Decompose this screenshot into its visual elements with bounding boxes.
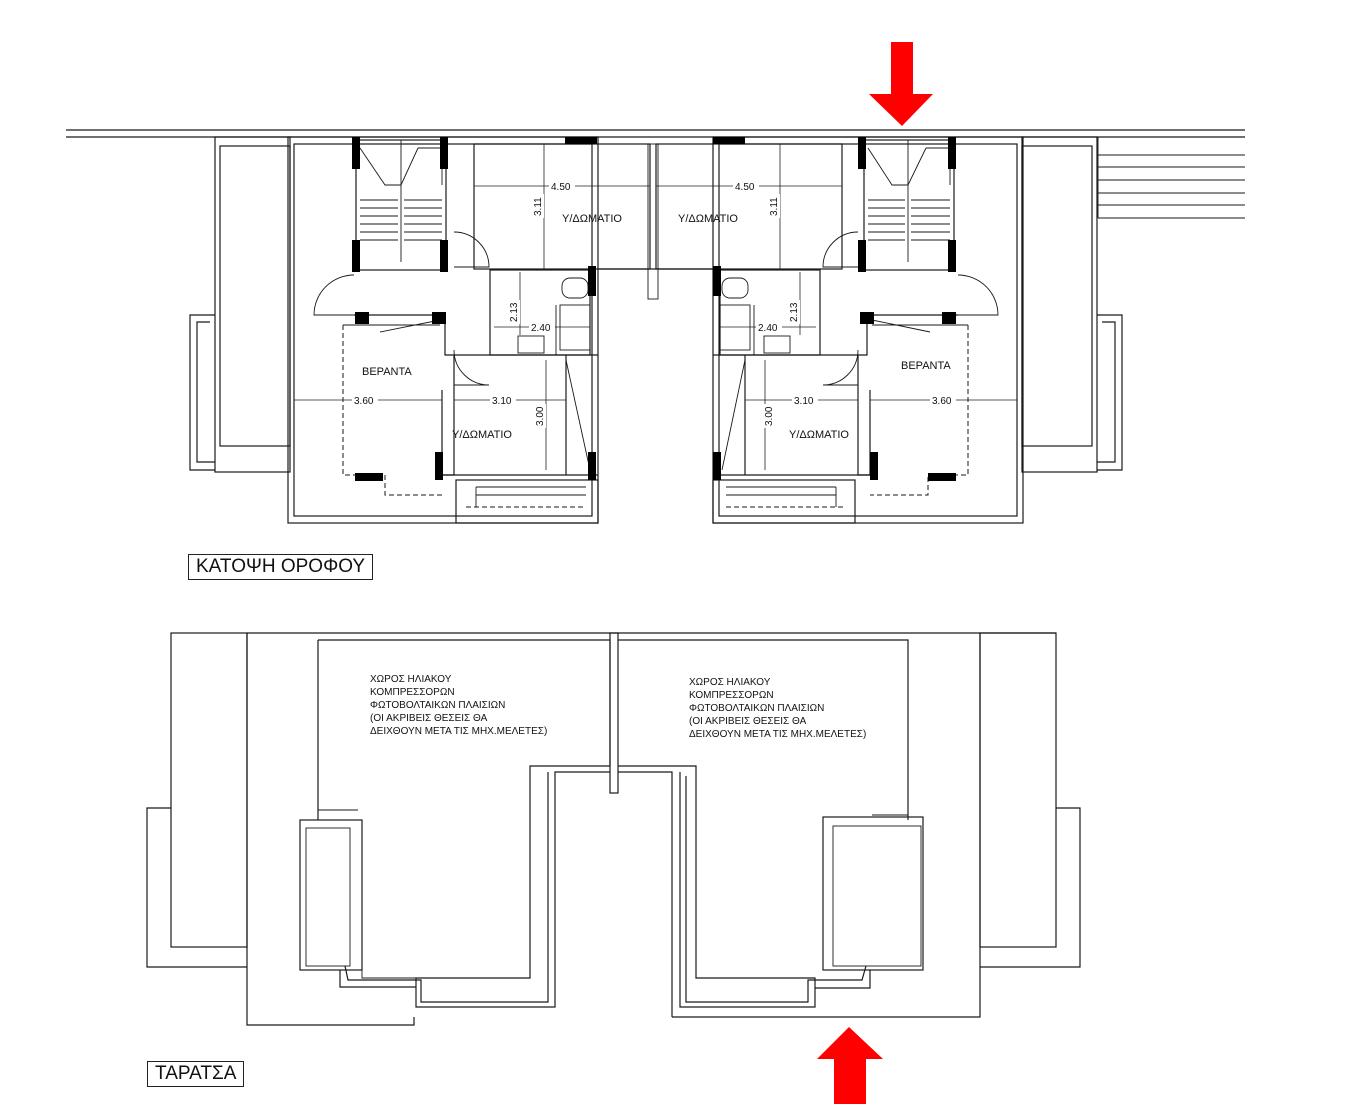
dim-bath-left-depth: 2.13 [509,302,520,322]
upper-floor-plan: 4.50 4.50 2.40 2.40 3.60 3.10 3.10 3.60 … [66,129,1245,524]
stair-treads-right [867,147,951,241]
dim-bath-right-width: 2.40 [758,323,778,334]
dim-top-left-depth: 3.11 [533,197,544,216]
roof-plan: ΧΩΡΟΣ ΗΛΙΑΚΟΥ ΚΟΜΠΡΕΣΣΟΡΩΝ ΦΩΤΟΒΟΛΤΑΙΚΩΝ… [146,632,1081,1026]
dim-bath-left-width: 2.40 [531,323,551,334]
dim-veranda-left-width: 3.60 [354,396,374,407]
roof-note-left-line: ΔΕΙΧΘΟΥΝ ΜΕΤΑ ΤΙΣ ΜΗΧ.ΜΕΛΕΤΕΣ) [370,726,547,737]
roof-note-left-line: ΦΩΤΟΒΟΛΤΑΙΚΩΝ ΠΛΑΙΣΙΩΝ [370,700,505,711]
roof-note-left-line: (ΟΙ ΑΚΡΙΒΕΙΣ ΘΕΣΕΙΣ ΘΑ [370,713,488,724]
room-label-bedroom-bottom-right: Υ/ΔΩΜΑΤΙΟ [789,429,849,441]
dim-bottom-left-width: 3.10 [492,396,512,407]
dim-top-right-depth: 3.11 [769,197,780,216]
dim-bath-right-depth: 2.13 [789,302,800,322]
arrow-up-icon [817,1027,883,1104]
dim-veranda-right-width: 3.60 [932,396,952,407]
room-label-bedroom-bottom-left: Υ/ΔΩΜΑΤΙΟ [452,429,512,441]
dim-top-left-width: 4.50 [551,182,571,193]
columns [352,137,956,481]
dim-top-right-width: 4.50 [735,182,755,193]
dim-bottom-right-depth: 3.00 [764,406,775,426]
roof-note-right-line: (ΟΙ ΑΚΡΙΒΕΙΣ ΘΕΣΕΙΣ ΘΑ [689,716,807,727]
roof-note-left-line: ΧΩΡΟΣ ΗΛΙΑΚΟΥ [370,674,452,685]
roof-plan-title: ΤΑΡΑΤΣΑ [147,1061,245,1087]
roof-note-right-line: ΧΩΡΟΣ ΗΛΙΑΚΟΥ [689,677,771,688]
room-label-bedroom-top-right: Υ/ΔΩΜΑΤΙΟ [678,213,738,225]
dim-bottom-right-width: 3.10 [794,396,814,407]
floor-plan-title: ΚΑΤΟΨΗ ΟΡΟΦΟΥ [188,554,374,580]
roof-note-right-line: ΔΕΙΧΘΟΥΝ ΜΕΤΑ ΤΙΣ ΜΗΧ.ΜΕΛΕΤΕΣ) [689,729,866,740]
room-label-veranda-right: ΒΕΡΑΝΤΑ [901,360,951,372]
arrow-down-icon [869,42,933,126]
room-label-bedroom-top-left: Υ/ΔΩΜΑΤΙΟ [562,213,622,225]
roof-note-left: ΧΩΡΟΣ ΗΛΙΑΚΟΥ ΚΟΜΠΡΕΣΣΟΡΩΝ ΦΩΤΟΒΟΛΤΑΙΚΩΝ… [370,674,547,737]
roof-note-right-line: ΦΩΤΟΒΟΛΤΑΙΚΩΝ ΠΛΑΙΣΙΩΝ [689,703,824,714]
roof-note-right: ΧΩΡΟΣ ΗΛΙΑΚΟΥ ΚΟΜΠΡΕΣΣΟΡΩΝ ΦΩΤΟΒΟΛΤΑΙΚΩΝ… [689,677,866,740]
roof-note-right-line: ΚΟΜΠΡΕΣΣΟΡΩΝ [689,690,774,701]
dim-bottom-left-depth: 3.00 [535,406,546,426]
roof-note-left-line: ΚΟΜΠΡΕΣΣΟΡΩΝ [370,687,455,698]
room-label-veranda-left: ΒΕΡΑΝΤΑ [362,366,412,378]
